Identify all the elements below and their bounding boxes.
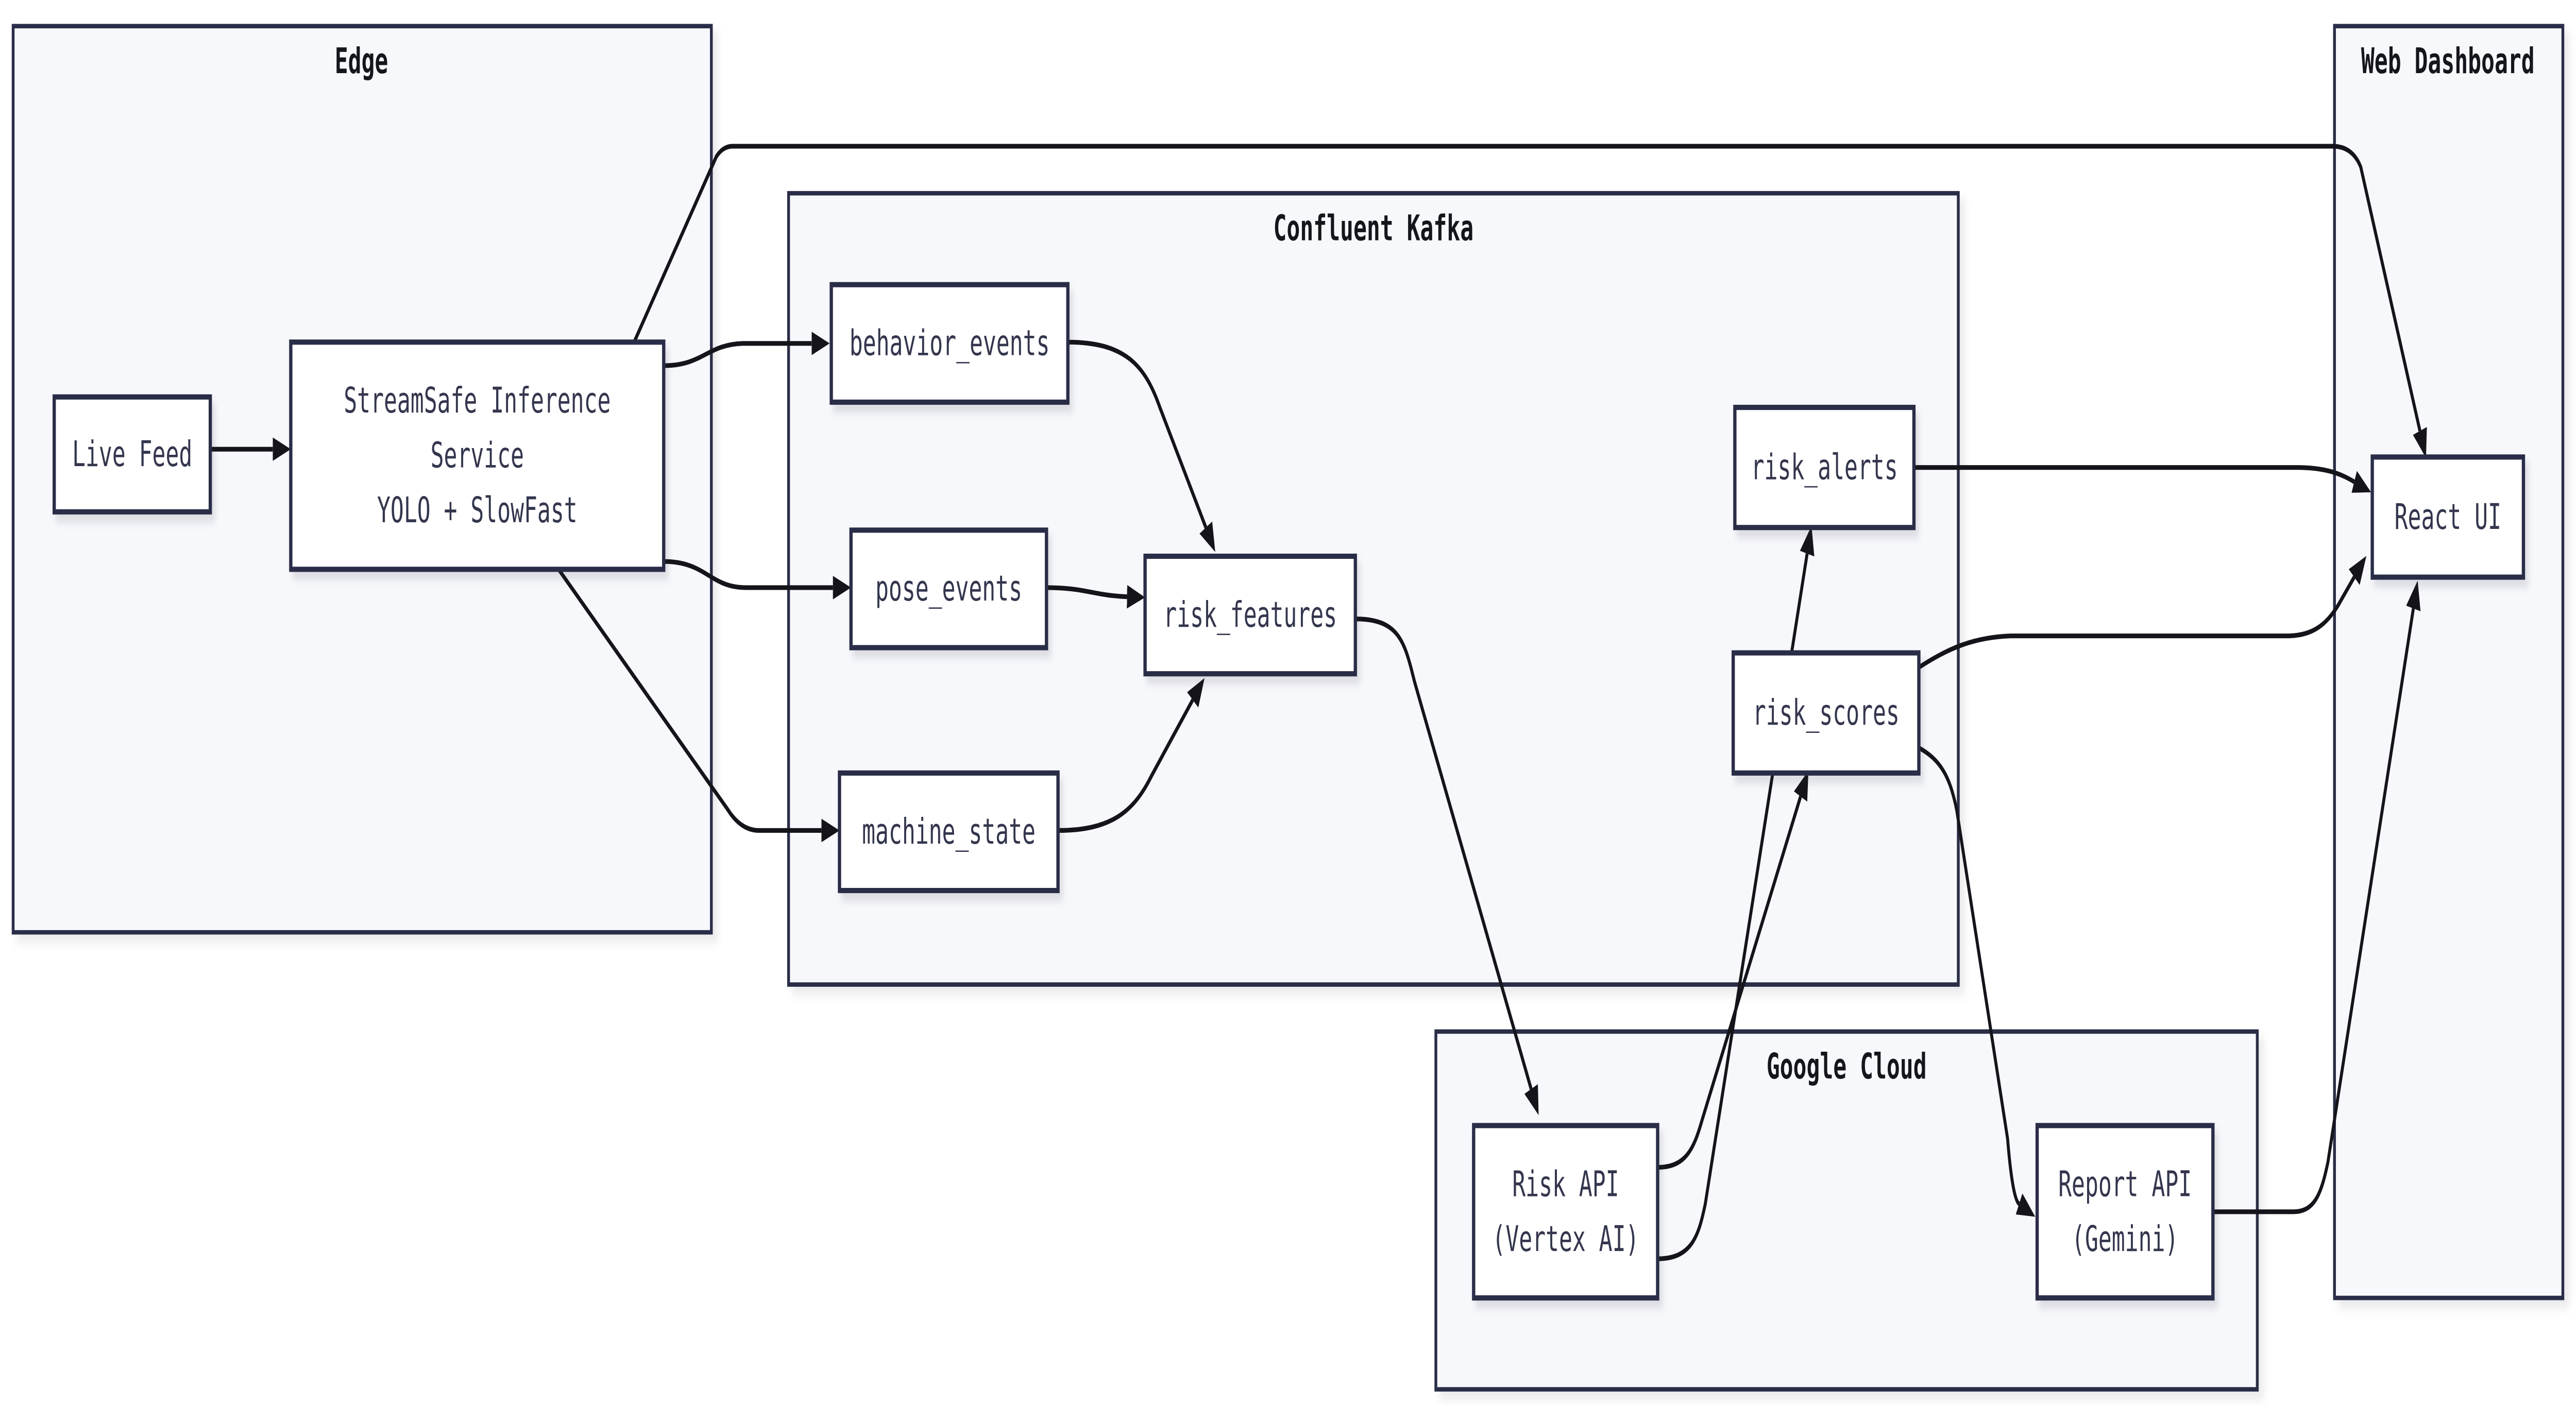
node-machine-state: machine_state [838,770,1060,894]
edge-service-to-machine-state [557,567,840,843]
cluster-confluent-kafka-label: Confluent Kafka [1274,208,1474,249]
edge-pose-events-to-risk-features [1046,585,1145,609]
node-risk-api-label-line2: (Vertex AI) [1492,1219,1639,1260]
cluster-web-dashboard: Web Dashboard [2333,24,2565,1300]
node-live-feed-label: Live Feed [72,434,192,475]
edge-risk-api-to-risk-scores [1657,770,1809,1170]
edge-machine-state-to-risk-features [1058,678,1205,833]
node-risk-features-label: risk_features [1163,595,1337,636]
node-risk-api: Risk API (Vertex AI) [1472,1123,1659,1301]
node-machine-state-label: machine_state [862,812,1036,852]
edge-risk-features-to-risk-api [1355,616,1539,1116]
node-report-api-label-line2: (Gemini) [2072,1219,2178,1260]
edge-risk-api-to-risk-alerts [1657,525,1815,1261]
edge-service-to-pose-events [664,559,851,599]
node-risk-alerts: risk_alerts [1733,404,1916,530]
cluster-web-dashboard-label: Web Dashboard [2361,41,2535,82]
node-risk-alerts-label: risk_alerts [1751,447,1898,488]
node-risk-alerts-box [1733,404,1916,530]
cluster-google-cloud-label: Google Cloud [1767,1047,1927,1087]
node-pose-events: pose_events [849,527,1048,650]
edge-report-api-to-react-ui [2213,580,2421,1214]
cluster-web-dashboard-box [2333,24,2565,1300]
node-report-api: Report API (Gemini) [2035,1123,2215,1301]
edge-risk-scores-to-react-ui [1917,556,2367,671]
node-risk-features-box [1143,553,1357,677]
edge-layer [210,144,2427,1261]
node-risk-scores-box [1731,650,1921,776]
node-live-feed: Live Feed [53,394,212,515]
node-behavior-events: behavior_events [829,282,1070,405]
edge-service-to-behavior-events [664,331,830,368]
node-react-ui-label: React UI [2395,497,2501,538]
edge-service-to-react-ui [633,144,2427,458]
node-risk-scores: risk_scores [1731,650,1921,776]
node-react-ui-box [2370,454,2526,580]
node-risk-api-box [1472,1123,1659,1301]
node-machine-state-box [838,770,1060,894]
node-streamsafe-service-label-line2: Service [431,435,524,476]
cluster-edge-label: Edge [335,41,388,82]
node-behavior-events-label: behavior_events [850,323,1050,364]
edge-risk-scores-to-report-api [1917,744,2036,1217]
node-behavior-events-box [829,282,1070,405]
node-react-ui: React UI [2370,454,2526,580]
node-risk-api-label-line1: Risk API [1512,1164,1619,1205]
node-report-api-box [2035,1123,2215,1301]
node-pose-events-box [849,527,1048,650]
node-risk-features: risk_features [1143,553,1357,677]
node-streamsafe-service-box [289,339,666,572]
node-report-api-label-line1: Report API [2058,1164,2192,1205]
edge-risk-alerts-to-react-ui [1913,465,2371,493]
node-live-feed-box [53,394,212,515]
node-streamsafe-service-label-line3: YOLO + SlowFast [377,490,578,531]
edge-behavior-events-to-risk-features [1067,339,1215,552]
node-pose-events-label: pose_events [875,569,1022,609]
node-risk-scores-label: risk_scores [1753,693,1900,733]
node-streamsafe-service-label-line1: StreamSafe Inference [344,381,611,421]
node-streamsafe-service: StreamSafe Inference Service YOLO + Slow… [289,339,666,572]
